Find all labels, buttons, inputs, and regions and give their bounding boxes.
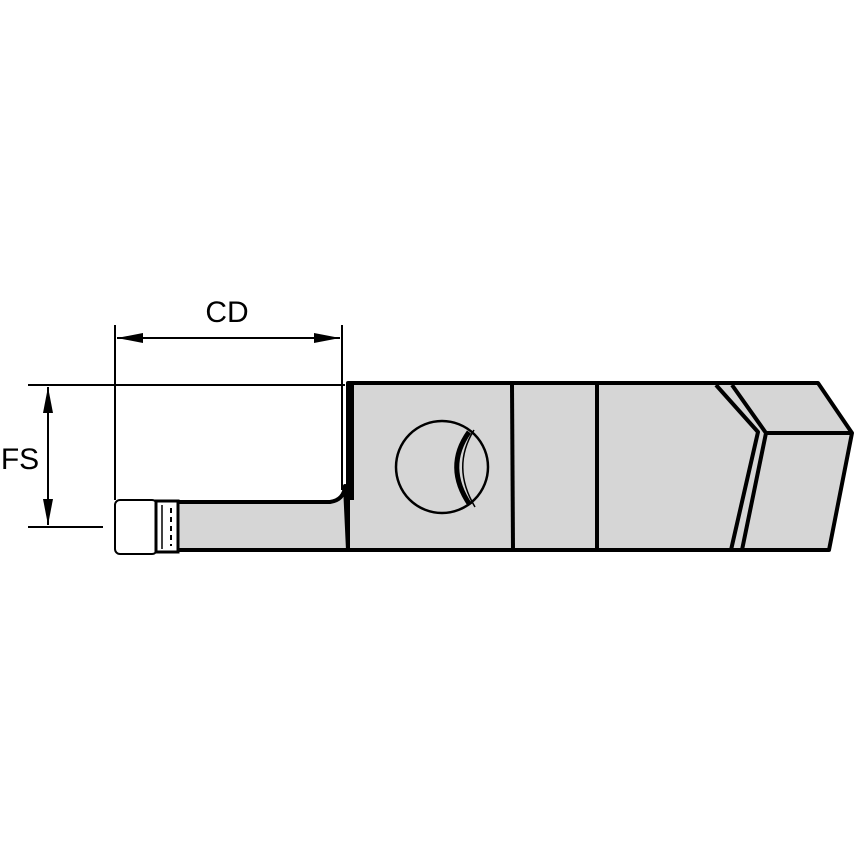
divider-1 [510,384,515,551]
screw-hole-icon [394,419,490,515]
arrow-left-icon [117,333,143,343]
insert [114,499,180,555]
fs-label: FS [1,443,39,476]
blade-neck [174,484,350,552]
fs-dimension: FS [1,384,345,528]
insert-clamp [154,499,180,554]
facet-line-1 [714,383,760,551]
tool-holder [174,381,854,552]
screw-head-arc-inner [462,429,476,508]
arrow-down-icon [43,499,53,525]
shank [346,381,854,552]
insert-tip [114,499,158,555]
arrow-right-icon [314,333,340,343]
cd-dimension: CD [114,296,343,500]
cd-label: CD [205,296,248,329]
screw-head-arc [454,430,473,507]
arrow-up-icon [43,387,53,413]
